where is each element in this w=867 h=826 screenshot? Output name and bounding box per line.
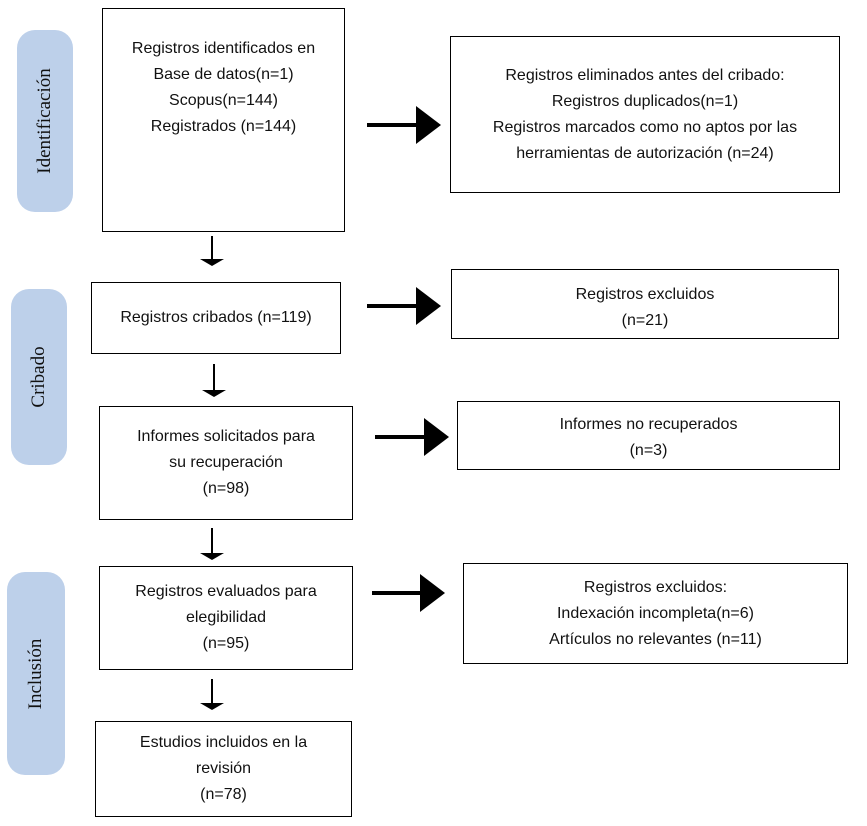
box-line: Indexación incompleta(n=6)	[556, 604, 754, 622]
box-line: (n=78)	[200, 786, 247, 803]
box-line: Informes solicitados para	[137, 428, 315, 445]
arrow-screened-to-sought	[202, 364, 226, 397]
screened-records-box: Registros cribados (n=119)	[91, 282, 341, 354]
box-line: (n=21)	[621, 312, 669, 329]
box-line: (n=95)	[202, 635, 250, 652]
box-line: elegibilidad	[185, 609, 267, 626]
box-line: revisión	[195, 760, 252, 777]
box-line: Registros eliminados antes del cribado:	[505, 67, 785, 84]
box-line: Estudios incluidos en la	[139, 734, 308, 751]
box-line: su recuperación	[169, 454, 283, 471]
stage-identificacion: Identificación	[17, 30, 73, 212]
box-line: herramientas de autorización (n=24)	[516, 145, 774, 162]
assessed-records-box: Registros evaluados para elegibilidad (n…	[99, 566, 353, 670]
box-line: Registros evaluados para	[135, 583, 317, 600]
box-line: Registrados (n=144)	[150, 118, 297, 135]
not-retrieved-box: Informes no recuperados (n=3)	[457, 401, 840, 470]
box-line: Registros excluidos	[575, 286, 715, 303]
box-line: Registros marcados como no aptos por las	[492, 119, 798, 136]
box-line: Registros cribados (n=119)	[120, 309, 312, 326]
excluded-eligibility-box: Registros excluidos: Indexación incomple…	[463, 563, 848, 664]
included-studies-box: Estudios incluidos en la revisión (n=78)	[95, 721, 352, 817]
box-line: Registros duplicados(n=1)	[551, 93, 739, 110]
identified-records-box: Registros identificados en Base de datos…	[102, 8, 345, 232]
arrow-screened-to-excluded	[367, 287, 441, 325]
box-line: (n=98)	[202, 480, 250, 497]
stage-inclusion: Inclusión	[7, 572, 65, 775]
arrow-identified-to-removed	[367, 106, 441, 144]
box-line: Informes no recuperados	[559, 416, 738, 433]
arrow-assessed-to-included	[200, 679, 224, 710]
box-line: (n=3)	[629, 442, 668, 459]
box-line: Scopus(n=144)	[169, 92, 278, 109]
box-line: Base de datos(n=1)	[153, 66, 294, 83]
box-line: Registros identificados en	[131, 40, 316, 57]
excluded-screen-box: Registros excluidos (n=21)	[451, 269, 839, 339]
removed-records-box: Registros eliminados antes del cribado: …	[450, 36, 840, 193]
arrow-assessed-to-excluded	[372, 574, 445, 612]
arrow-identified-to-screened	[200, 236, 224, 266]
sought-reports-box: Informes solicitados para su recuperació…	[99, 406, 353, 520]
arrow-sought-to-assessed	[200, 528, 224, 560]
box-line: Registros excluidos:	[583, 578, 728, 596]
box-line: Artículos no relevantes (n=11)	[549, 630, 762, 648]
arrow-sought-to-not-retrieved	[375, 418, 449, 456]
stage-cribado: Cribado	[11, 289, 67, 465]
